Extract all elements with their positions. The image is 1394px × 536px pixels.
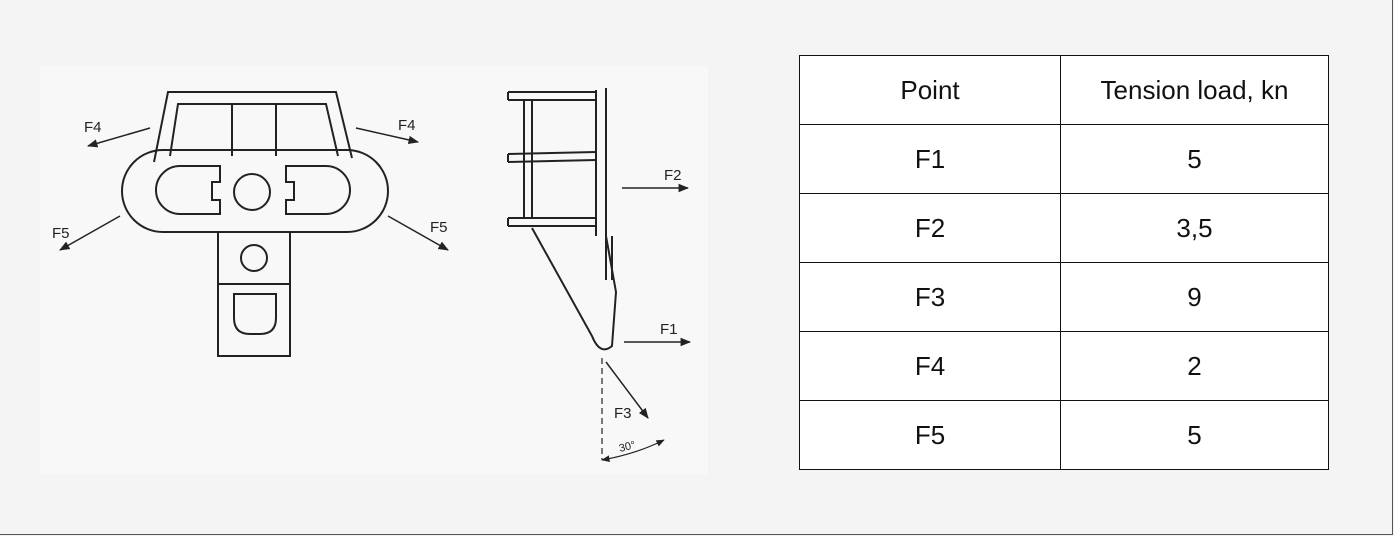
tab-cutout (233, 293, 277, 335)
cell-load: 5 (1060, 400, 1329, 470)
cell-point: F5 (799, 400, 1061, 470)
f5-right-arrow (387, 215, 449, 251)
table-row: F1 5 (799, 124, 1329, 194)
f1-label: F1 (660, 321, 678, 338)
f5-right-label: F5 (430, 219, 448, 236)
header-point: Point (799, 55, 1061, 125)
header-tension-load: Tension load, kn (1060, 55, 1329, 125)
table-row: F5 5 (799, 400, 1329, 470)
cell-load: 2 (1060, 331, 1329, 401)
table-header-row: Point Tension load, kn (799, 55, 1329, 125)
handle-outer (153, 91, 353, 163)
drawing-svg: F4 F4 F5 F5 (52, 88, 692, 462)
tension-load-table: Point Tension load, kn F1 5 F2 3,5 F3 9 … (799, 55, 1329, 470)
cell-point: F1 (799, 124, 1061, 194)
f2-label: F2 (664, 167, 682, 184)
front-forces (59, 127, 449, 251)
cell-point: F2 (799, 193, 1061, 263)
front-view (121, 91, 389, 357)
table-row: F2 3,5 (799, 193, 1329, 263)
f3-arrow (605, 361, 649, 419)
oval-body (121, 149, 389, 233)
center-hole (233, 173, 271, 211)
handle-inner (169, 103, 339, 157)
cell-load: 9 (1060, 262, 1329, 332)
f3-label: F3 (614, 405, 632, 422)
right-slot (285, 165, 351, 215)
angle-label: 30° (618, 439, 637, 455)
f4-left-label: F4 (84, 119, 102, 136)
f5-left-label: F5 (52, 225, 70, 242)
f5-left-arrow (59, 215, 121, 251)
cell-load: 3,5 (1060, 193, 1329, 263)
f4-right-label: F4 (398, 117, 416, 134)
cell-point: F3 (799, 262, 1061, 332)
tab-hole (240, 244, 268, 272)
lower-tab (217, 232, 291, 357)
cell-load: 5 (1060, 124, 1329, 194)
cell-point: F4 (799, 331, 1061, 401)
technical-drawing: F4 F4 F5 F5 (40, 66, 708, 474)
table-row: F4 2 (799, 331, 1329, 401)
side-forces (605, 183, 692, 419)
f4-left-arrow (86, 127, 151, 148)
left-slot (155, 165, 221, 215)
table-row: F3 9 (799, 262, 1329, 332)
side-view (507, 88, 665, 462)
f4-right-arrow (355, 127, 420, 145)
